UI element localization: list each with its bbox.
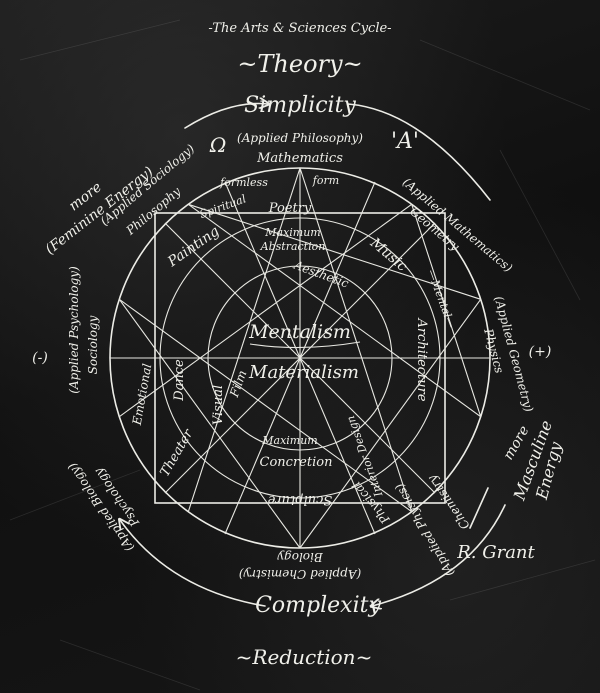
sociology-label: Sociology — [86, 315, 100, 374]
poetry-label: Poetry — [268, 201, 312, 216]
applied-chemistry-label: (Applied Chemistry) — [238, 567, 361, 581]
architecture-label: Architecture — [414, 317, 429, 401]
sculpture-label: Sculpture — [267, 492, 332, 507]
maximum-abstraction-line1: Maximum — [264, 226, 321, 239]
plus-sign-label: (+) — [529, 344, 552, 360]
mathematics-label: Mathematics — [256, 151, 343, 166]
signature: R. Grant — [456, 542, 535, 563]
arrow-simplicity-right — [347, 103, 491, 201]
maximum-concretion-line2: Concretion — [260, 455, 333, 470]
dance-label: Dance — [172, 359, 187, 402]
minus-sign-label: (-) — [32, 350, 48, 366]
biology-label: Biology — [277, 550, 324, 564]
applied-mathematics-label: (Applied Mathematics) — [400, 175, 516, 275]
applied-philosophy-label: (Applied Philosophy) — [237, 131, 363, 145]
form-label: form — [312, 174, 339, 187]
center-divider — [249, 341, 361, 349]
arrow-to-complexity — [372, 504, 506, 606]
decagram-star — [118, 167, 482, 549]
arrow-to-simplicity — [184, 104, 268, 129]
applied-psychology-label: (Applied Psychology) — [67, 266, 81, 394]
materialism-label: Materialism — [248, 362, 359, 383]
reduction-label: ~Reduction~ — [236, 645, 373, 669]
feminine-energy-label: (Feminine Energy) — [43, 164, 157, 258]
visual-label: Visual — [211, 385, 226, 425]
arrow-masculine — [469, 487, 489, 529]
theater-label: Theater — [158, 426, 197, 479]
omega-symbol: Ω — [209, 133, 227, 157]
mentalism-label: Mentalism — [248, 321, 351, 343]
emotional-label: Emotional — [130, 362, 155, 427]
simplicity-label: Simplicity — [244, 93, 356, 118]
formless-label: formless — [219, 176, 268, 189]
maximum-concretion-line1: Maximum — [261, 434, 318, 447]
film-label: Film — [227, 368, 250, 399]
spokes — [110, 168, 490, 548]
arrow-from-complexity — [120, 520, 266, 607]
board-scratches — [9, 19, 596, 691]
alpha-symbol: 'A' — [391, 129, 419, 154]
maximum-abstraction-line2: Abstraction — [260, 240, 326, 253]
spiritual-label: Spiritual — [198, 192, 248, 221]
cycle-title: -The Arts & Sciences Cycle- — [208, 21, 391, 36]
theory-label: ~Theory~ — [237, 50, 362, 78]
complexity-label: Complexity — [255, 593, 381, 618]
